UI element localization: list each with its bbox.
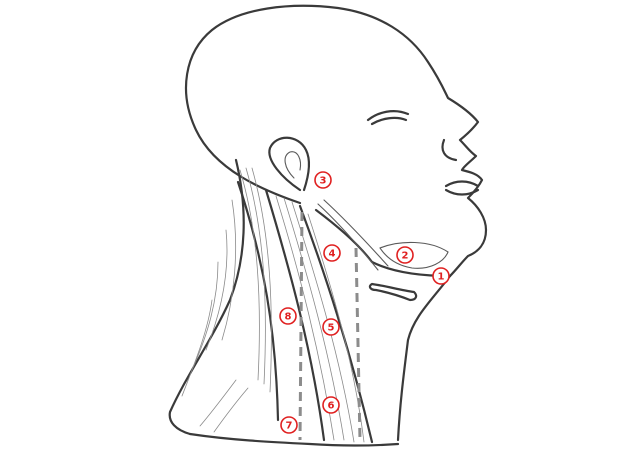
marker-1-label: 1: [438, 272, 445, 283]
trapezius-hatching: [181, 167, 272, 433]
marker-7-label: 7: [286, 421, 293, 432]
dashed-boundary-right: [354, 247, 362, 441]
shoulder-outline: [188, 432, 400, 447]
marker-8-label: 8: [285, 312, 292, 323]
marker-4-label: 4: [329, 249, 336, 260]
sternocleidomastoid-front: [298, 204, 374, 444]
digastric-muscle: [317, 199, 389, 271]
marker-3: 3: [314, 171, 332, 189]
dashed-boundary-left: [298, 211, 304, 441]
marker-4: 4: [323, 244, 341, 262]
marker-7: 7: [280, 416, 298, 434]
marker-5-label: 5: [328, 323, 335, 334]
head-outline: [184, 4, 488, 278]
marker-5: 5: [322, 318, 340, 336]
mouth: [444, 180, 480, 196]
marker-6-label: 6: [328, 401, 335, 412]
hyoid-bone: [368, 282, 418, 302]
nose: [441, 138, 458, 162]
ear-inner: [284, 151, 302, 179]
back-neck-outline: [168, 158, 245, 436]
closed-eye: [366, 110, 410, 126]
marker-2-label: 2: [402, 251, 409, 262]
sternocleidomastoid-back: [264, 188, 326, 442]
marker-3-label: 3: [320, 176, 327, 187]
marker-6: 6: [322, 396, 340, 414]
marker-8: 8: [279, 307, 297, 325]
submandibular-muscle: [379, 241, 449, 269]
throat-outline: [396, 274, 452, 442]
trapezius-edge: [236, 180, 280, 422]
marker-2: 2: [396, 246, 414, 264]
marker-1: 1: [432, 267, 450, 285]
ear: [268, 136, 311, 192]
